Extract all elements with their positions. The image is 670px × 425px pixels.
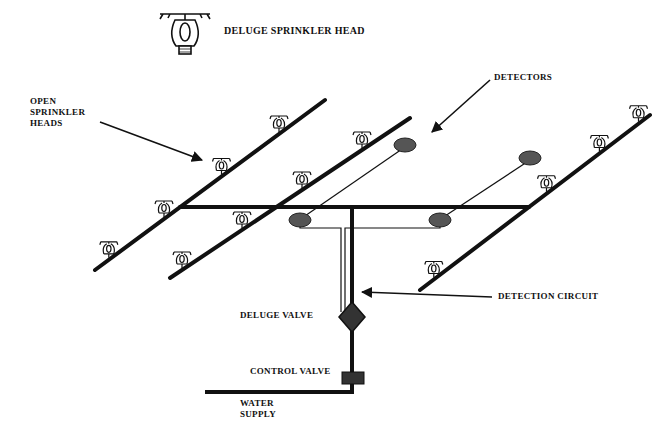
detection-wires — [300, 147, 530, 312]
icon-caption: DELUGE SPRINKLER HEAD — [224, 25, 424, 36]
open-sprinkler-head — [100, 242, 118, 258]
riser-pipe — [205, 207, 354, 392]
sprinkler-heads — [100, 106, 648, 278]
part-label: OPEN SPRINKLER HEADS — [30, 96, 100, 129]
open-sprinkler-head — [233, 212, 251, 228]
open-sprinkler-head — [213, 159, 231, 175]
leader-arrows — [100, 80, 492, 297]
control-valve — [342, 372, 364, 384]
branch-pipes — [95, 100, 650, 290]
open-sprinkler-head — [425, 262, 443, 278]
open-sprinkler-head — [173, 252, 191, 268]
part-label: CONTROL VALVE — [250, 366, 338, 377]
open-sprinkler-head — [538, 176, 556, 192]
open-sprinkler-head — [353, 132, 371, 148]
open-sprinkler-head — [630, 106, 648, 122]
deluge-valve — [339, 302, 365, 332]
open-sprinkler-head — [155, 201, 173, 217]
part-label: DETECTION CIRCUIT — [498, 291, 638, 302]
part-label: WATER SUPPLY — [240, 398, 286, 420]
part-label: DETECTORS — [494, 72, 584, 83]
open-sprinkler-head — [270, 116, 288, 132]
open-sprinkler-head — [590, 136, 608, 152]
open-sprinkler-head — [293, 172, 311, 188]
deluge-head-icon — [160, 14, 210, 54]
detector — [289, 138, 541, 227]
part-label: DELUGE VALVE — [240, 310, 330, 321]
